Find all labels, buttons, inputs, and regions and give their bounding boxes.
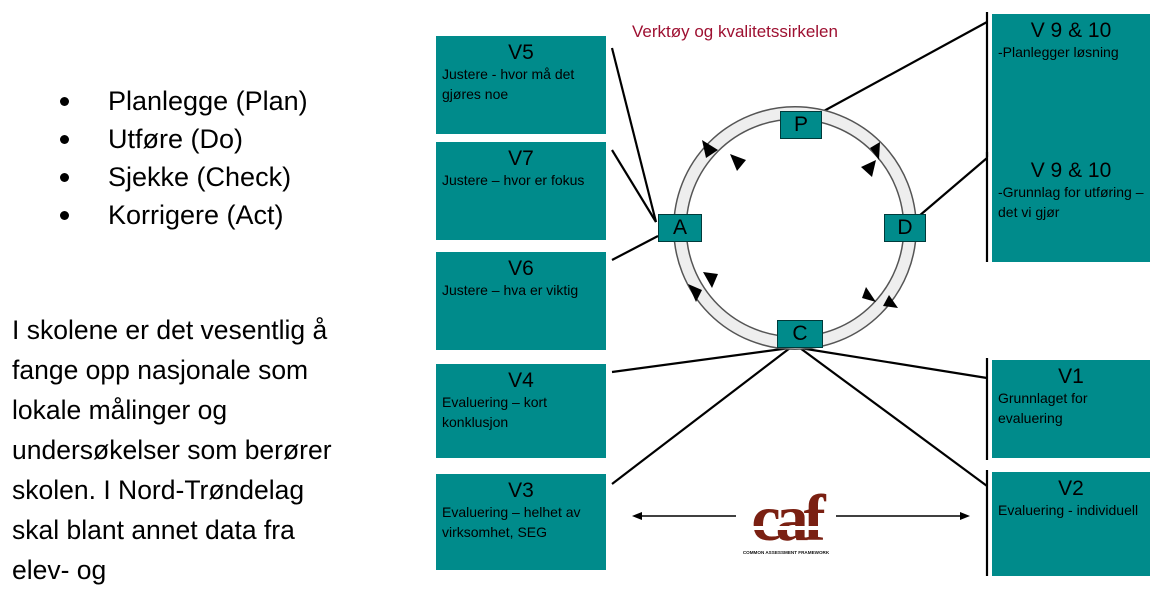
box-v7: V7 Justere – hvor er fokus [436, 142, 606, 240]
arrow-head-left [632, 512, 642, 520]
box-v1-text: Grunnlaget for evaluering [998, 390, 1088, 426]
arrowhead [870, 142, 880, 160]
caf-logo-caption: COMMON ASSESSMENT FRAMEWORK [743, 550, 830, 555]
box-v910-plan-text: -Planlegger løsning [998, 44, 1119, 60]
caf-logo-letters: caf [751, 482, 826, 555]
box-v3-title: V3 [508, 479, 534, 502]
box-v5-title: V5 [508, 41, 534, 64]
box-v4: V4 Evaluering – kort konklusjon [436, 364, 606, 458]
connector-v4-c [611, 346, 791, 374]
cycle-node-p: P [780, 111, 822, 139]
box-v6: V6 Justere – hva er viktig [436, 252, 606, 350]
box-v3: V3 Evaluering – helhet av virksomhet, SE… [436, 474, 606, 570]
bullet-item-check: Sjekke (Check) [60, 158, 308, 196]
cycle-node-a: A [658, 214, 702, 242]
arrowhead [861, 160, 876, 177]
box-v910-do-text: -Grunnlag for utføring – det vi gjør [998, 184, 1144, 220]
body-paragraph: I skolene er det vesentlig å fange opp n… [12, 315, 332, 585]
box-v1-title: V1 [1058, 365, 1084, 388]
box-v910-plan-title: V 9 & 10 [1030, 19, 1112, 42]
cycle-node-d: D [884, 214, 926, 242]
box-v2: V2 Evaluering - individuell [992, 472, 1150, 576]
bullet-item-do: Utføre (Do) [60, 120, 308, 158]
box-v2-title: V2 [1058, 477, 1084, 500]
connector-v3-c [611, 347, 791, 485]
box-v910-do-title: V 9 & 10 [1030, 159, 1112, 182]
box-v4-title: V4 [508, 369, 534, 392]
bullet-list: Planlegge (Plan) Utføre (Do) Sjekke (Che… [60, 82, 308, 234]
bullet-item-plan: Planlegge (Plan) [60, 82, 308, 120]
box-v6-text: Justere – hva er viktig [442, 282, 579, 298]
connector-v7-a [611, 149, 657, 223]
box-v2-text: Evaluering - individuell [998, 502, 1139, 518]
box-v7-text: Justere – hvor er fokus [442, 172, 585, 188]
box-v6-title: V6 [508, 257, 534, 280]
caf-logo: caf COMMON ASSESSMENT FRAMEWORK [743, 482, 832, 555]
connector-v5-a [610, 47, 658, 223]
cycle-node-c: C [777, 320, 823, 348]
box-v3-text: Evaluering – helhet av virksomhet, SEG [442, 504, 581, 540]
bullet-item-act: Korrigere (Act) [60, 196, 308, 234]
arrowhead [688, 284, 702, 302]
connector-lines [610, 12, 989, 576]
box-v910-plan: V 9 & 10 -Planlegger løsning [992, 14, 1150, 157]
arrowhead [730, 154, 746, 171]
cycle-arrowheads [688, 140, 898, 308]
arrow-head-right [960, 512, 970, 520]
arrowhead [862, 287, 876, 302]
arrowhead [883, 295, 898, 308]
connector-c-v2 [799, 347, 988, 487]
box-v5-text: Justere - hvor må det gjøres noe [442, 66, 575, 102]
connector-d-v910b [911, 157, 988, 223]
box-v4-text: Evaluering – kort konklusjon [442, 394, 548, 430]
arrowhead [703, 272, 718, 288]
box-v910-do: V 9 & 10 -Grunnlag for utføring – det vi… [992, 154, 1150, 262]
arrowhead [702, 140, 718, 158]
connector-c-v1 [799, 346, 988, 380]
caf-logo-stripe [746, 526, 826, 530]
connector-p-v910a [799, 21, 988, 125]
connector-v6-a [611, 235, 659, 261]
box-v7-title: V7 [508, 147, 534, 170]
box-v5: V5 Justere - hvor må det gjøres noe [436, 36, 606, 134]
box-v1: V1 Grunnlaget for evaluering [992, 360, 1150, 458]
diagram-title: Verktøy og kvalitetssirkelen [632, 22, 838, 41]
